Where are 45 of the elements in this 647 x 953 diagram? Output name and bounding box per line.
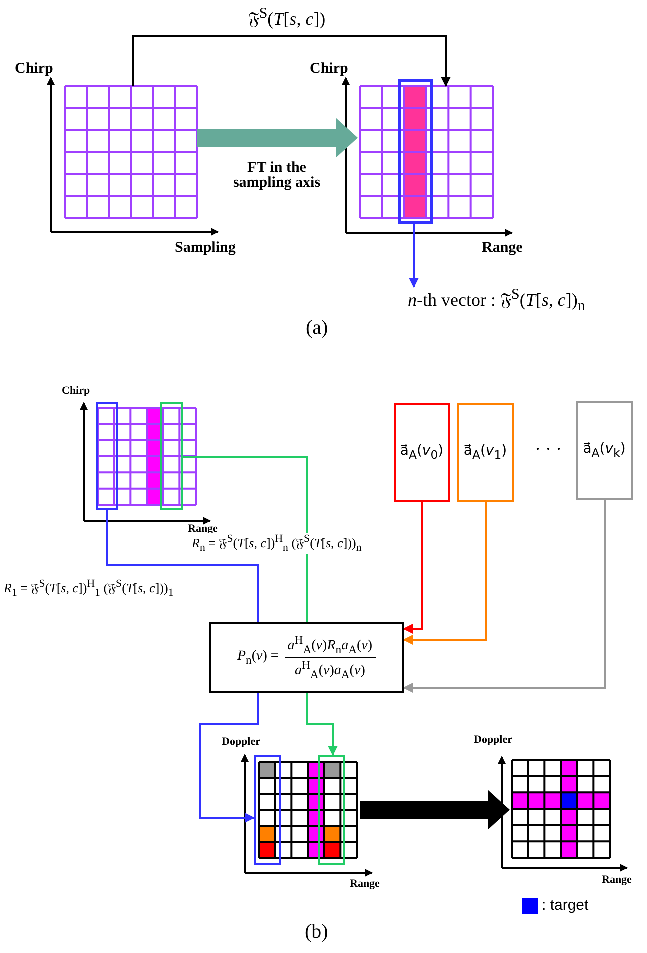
axis-label: Chirp: [15, 62, 54, 77]
arrow: [409, 224, 419, 288]
connector-line: [106, 510, 259, 622]
vector-label: a⃗$_{A}$(v$_{k}$): [583, 441, 626, 460]
axis-label: Doppler: [222, 737, 260, 748]
arrow: [306, 693, 338, 756]
vector-label: a⃗$_{A}$(v$_{0}$): [400, 443, 444, 462]
connector-line: [183, 456, 308, 622]
block-arrow: [360, 790, 510, 830]
edge-label: R$_{1}$ = 𝔉$^{S}$(T[s, c])$^{H}$$_{1}$ (𝔉$^{S}$(T[s, c]))$_{1}$: [4, 578, 174, 599]
axis-label: Sampling: [175, 241, 236, 256]
axis-label: Chirp: [62, 386, 90, 397]
legend-label: : target: [542, 897, 589, 914]
block-arrow: [197, 118, 358, 158]
highlight-frame: [254, 755, 281, 865]
highlight-frame: [398, 79, 433, 224]
vector-label: a⃗$_{A}$(v$_{1}$): [464, 443, 508, 462]
arrow: [403, 502, 487, 645]
formula-box: [209, 622, 404, 693]
arrow: [132, 35, 451, 87]
formula-text: n-th vector : 𝔉$^{S}$(T[s, c])$_{n}$: [408, 286, 586, 316]
panel-caption: (a): [306, 318, 328, 338]
panel-caption: (b): [305, 922, 328, 942]
ellipsis: · · ·: [535, 440, 562, 458]
arrow: [403, 502, 423, 634]
vector-box: [394, 403, 450, 502]
axis-label: Chirp: [310, 62, 348, 77]
edge-label: 𝔉$^{S}$(T[s, c]): [248, 6, 326, 30]
arrow: [403, 500, 606, 693]
formula-text: P$_{n}$(v) =: [237, 648, 279, 666]
axis-label: Range: [602, 875, 632, 886]
vector-box: [457, 403, 514, 502]
formula-text: a$^{H}$$_{A}$(v)R$_{n}$a$_{A}$(v): [284, 632, 376, 658]
axis-label: Range: [482, 241, 523, 256]
formula-text: a$^{H}$$_{A}$(v)a$_{A}$(v): [294, 658, 366, 682]
axis-label: Doppler: [474, 735, 512, 746]
edge-label: FT in the sampling axis: [232, 161, 322, 191]
highlight-frame: [160, 402, 183, 510]
axis-label: Range: [188, 524, 218, 535]
highlight-frame: [318, 755, 345, 865]
axis-label: Range: [350, 879, 380, 890]
vector-box: [576, 401, 633, 500]
edge-label: R$_{n}$ = 𝔉$^{S}$(T[s, c])$^{H}$$_{n}$ (𝔉$^{S}$(T[s, c]))$_{n}$: [192, 533, 362, 554]
arrow: [199, 693, 259, 823]
highlight-frame: [96, 402, 118, 510]
